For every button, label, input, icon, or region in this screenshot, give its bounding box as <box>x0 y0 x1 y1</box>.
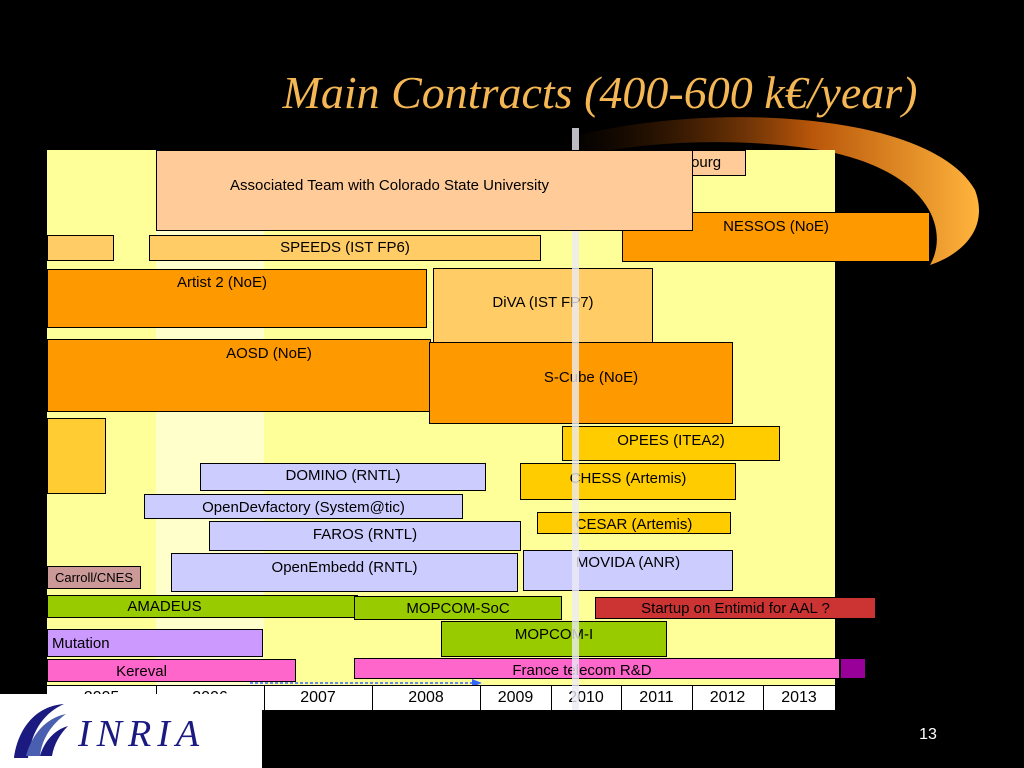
year-divider <box>763 686 764 710</box>
year-divider <box>480 686 481 710</box>
contract-bar-opendevfactory: OpenDevfactory (System@tic) <box>144 494 463 519</box>
contract-bar-mopcom-soc: MOPCOM-SoC <box>354 596 562 620</box>
contract-bar-mopcom-i: MOPCOM-I <box>441 621 667 657</box>
inria-logo-icon <box>14 704 68 758</box>
year-divider <box>372 686 373 710</box>
contract-bar-openembedd: OpenEmbedd (RNTL) <box>171 553 518 592</box>
contract-bar-aosd: AOSD (NoE) <box>47 339 431 412</box>
slide-title: Main Contracts (400-600 k€/year) <box>282 67 918 118</box>
page-number: 13 <box>919 726 937 743</box>
year-divider <box>264 686 265 710</box>
contract-bar-kereval: Kereval <box>47 659 296 682</box>
contract-bar-carroll: Carroll/CNES <box>47 566 141 589</box>
year-divider <box>551 686 552 710</box>
contract-bar-domino: DOMINO (RNTL) <box>200 463 486 491</box>
contract-bar-chess: CHESS (Artemis) <box>520 463 736 500</box>
year-label-2010: 2010 <box>568 689 604 706</box>
contract-bar-mutation: Mutation <box>47 629 263 657</box>
contract-bar-early-orange <box>47 235 114 261</box>
contract-bar-early-yellow <box>47 418 106 494</box>
contract-bar-faros: FAROS (RNTL) <box>209 521 521 551</box>
contract-bar-movida: MOVIDA (ANR) <box>523 550 733 591</box>
year-label-2012: 2012 <box>709 689 746 706</box>
inria-logo <box>0 694 262 768</box>
contract-bar-associated-team: Associated Team with Colorado State Univ… <box>156 150 693 231</box>
year-label-2011: 2011 <box>639 689 674 706</box>
year-divider <box>692 686 693 710</box>
contract-bar-france-telecom: France telecom R&D <box>354 658 840 679</box>
contract-bar-amadeus: AMADEUS <box>47 595 358 618</box>
contract-bar-opees: OPEES (ITEA2) <box>562 426 780 461</box>
contract-bar-diva: DiVA (IST FP7) <box>433 268 653 344</box>
contract-bar-purple-end <box>840 658 866 679</box>
contract-bar-artist2: Artist 2 (NoE) <box>47 269 427 328</box>
year-label-2007: 2007 <box>300 689 336 706</box>
year-label-2009: 2009 <box>497 689 534 706</box>
contract-bar-scube: S-Cube (NoE) <box>429 342 733 424</box>
contract-bar-cesar: CESAR (Artemis) <box>537 512 731 534</box>
logo-text: INRIA <box>78 713 206 755</box>
year-label-2013: 2013 <box>781 689 817 706</box>
contract-bar-startup-entimid: Startup on Entimid for AAL ? <box>595 597 876 619</box>
contract-bar-speeds: SPEEDS (IST FP6) <box>149 235 541 261</box>
year-divider <box>621 686 622 710</box>
year-label-2008: 2008 <box>408 689 444 706</box>
current-year-marker <box>572 128 579 710</box>
